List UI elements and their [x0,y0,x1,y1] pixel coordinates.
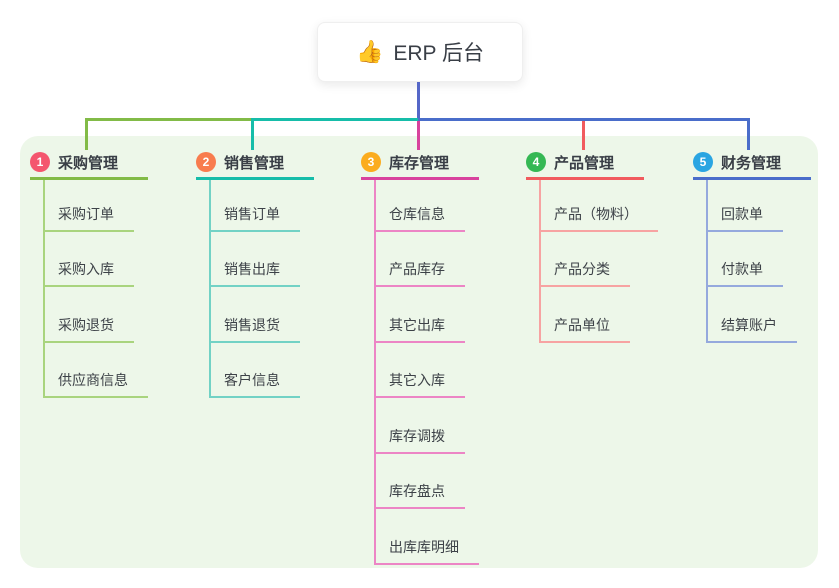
child-node-purchase-order[interactable]: 采购订单 [43,205,134,232]
child-node-receipt-bill[interactable]: 回款单 [706,205,783,232]
child-node-sales-order[interactable]: 销售订单 [209,205,300,232]
child-node-stock-transfer[interactable]: 库存调拨 [374,427,465,454]
branch-stem [539,180,541,343]
thumbs-up-icon: 👍 [355,39,384,64]
root-node-erp-backend[interactable]: 👍 ERP 后台 [317,22,523,82]
branch-stem [706,180,708,343]
child-node-settlement-account[interactable]: 结算账户 [706,316,797,343]
child-node-sales-return[interactable]: 销售退货 [209,316,300,343]
child-node-customer-info[interactable]: 客户信息 [209,371,300,398]
branch-stem [43,180,45,398]
branch-header-finance[interactable]: 5 财务管理 [693,147,811,180]
connector-drop-purchase [85,118,88,150]
root-title: ERP 后台 [393,42,485,65]
branch-label: 产品管理 [554,154,615,172]
child-node-other-inbound[interactable]: 其它入库 [374,371,465,398]
branch-label: 销售管理 [224,154,285,172]
branch-badge: 3 [361,152,381,172]
branch-label: 库存管理 [389,154,450,172]
connector-bus-teal [252,118,418,121]
child-node-stock-check[interactable]: 库存盘点 [374,482,465,509]
branch-header-product[interactable]: 4 产品管理 [526,147,644,180]
connector-bus-green [85,118,252,121]
child-node-outbound-detail[interactable]: 出库库明细 [374,538,479,565]
branch-header-inventory[interactable]: 3 库存管理 [361,147,479,180]
connector-drop-product [582,121,585,150]
child-node-product-material[interactable]: 产品（物料） [539,205,658,232]
connector-root-drop [417,82,420,121]
branch-header-sales[interactable]: 2 销售管理 [196,147,314,180]
child-node-product-category[interactable]: 产品分类 [539,260,630,287]
branch-badge: 2 [196,152,216,172]
child-node-sales-outbound[interactable]: 销售出库 [209,260,300,287]
child-node-warehouse-info[interactable]: 仓库信息 [374,205,465,232]
connector-drop-sales [251,118,254,150]
branch-stem [209,180,211,398]
branch-label: 财务管理 [721,154,782,172]
child-node-other-outbound[interactable]: 其它出库 [374,316,465,343]
child-node-product-stock[interactable]: 产品库存 [374,260,465,287]
child-node-supplier-info[interactable]: 供应商信息 [43,371,148,398]
branch-stem [374,180,376,565]
child-node-payment-bill[interactable]: 付款单 [706,260,783,287]
connector-drop-finance [747,118,750,150]
child-node-purchase-inbound[interactable]: 采购入库 [43,260,134,287]
child-node-product-unit[interactable]: 产品单位 [539,316,630,343]
connector-bus-blue [418,118,750,121]
child-node-purchase-return[interactable]: 采购退货 [43,316,134,343]
mindmap-board [20,136,818,568]
branch-badge: 4 [526,152,546,172]
branch-badge: 1 [30,152,50,172]
branch-label: 采购管理 [58,154,119,172]
branch-header-purchase[interactable]: 1 采购管理 [30,147,148,180]
branch-badge: 5 [693,152,713,172]
connector-drop-inventory [417,121,420,150]
